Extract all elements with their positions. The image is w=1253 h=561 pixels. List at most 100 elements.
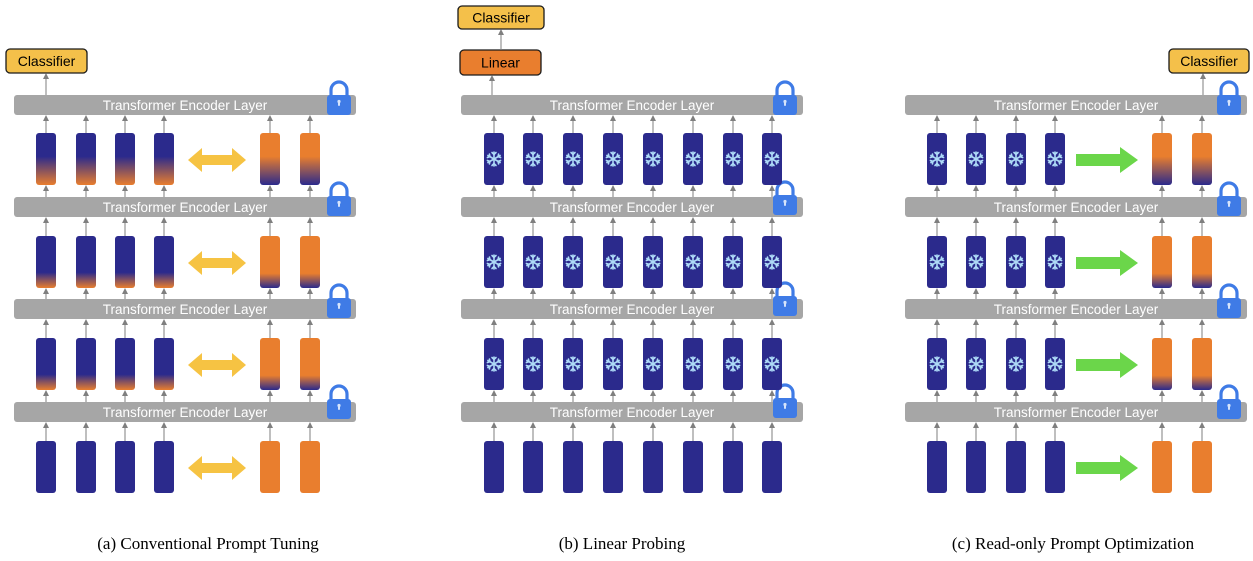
- prompt-token: [260, 236, 280, 288]
- layer-bar: [461, 197, 803, 217]
- input-token: [115, 338, 135, 390]
- input-token: [154, 236, 174, 288]
- classifier: Classifier: [457, 5, 545, 30]
- layer-bar: [905, 402, 1247, 422]
- layer-bar: [14, 95, 356, 115]
- right-arrow-icon: [1076, 250, 1138, 276]
- prompt-token: [1192, 133, 1212, 185]
- prompt-token: [300, 236, 320, 288]
- input-token: [76, 338, 96, 390]
- layer-label: Transformer Encoder Layer: [994, 302, 1159, 317]
- transformer-encoder-layer: Transformer Encoder Layer: [14, 402, 356, 422]
- input-token: [36, 338, 56, 390]
- lock-icon: [1215, 283, 1243, 320]
- layer-bar: [14, 197, 356, 217]
- prompt-token: [1152, 236, 1172, 288]
- right-arrow-icon: [1076, 352, 1138, 378]
- lock-icon: [771, 180, 799, 217]
- prompt-token: [300, 133, 320, 185]
- layer-label: Transformer Encoder Layer: [994, 98, 1159, 113]
- double-arrow-icon: [188, 148, 246, 172]
- layer-label: Transformer Encoder Layer: [103, 98, 268, 113]
- layer-bar: [461, 95, 803, 115]
- lock-icon: [325, 80, 353, 117]
- layer-bar: [905, 197, 1247, 217]
- lock-icon: [1215, 384, 1243, 421]
- layer-label: Transformer Encoder Layer: [550, 302, 715, 317]
- classifier-label: Classifier: [1180, 53, 1238, 69]
- linear: Linear: [459, 49, 542, 76]
- classifier: Classifier: [1168, 48, 1250, 74]
- input-token: [115, 236, 135, 288]
- transformer-encoder-layer: Transformer Encoder Layer: [905, 197, 1247, 217]
- transformer-encoder-layer: Transformer Encoder Layer: [14, 197, 356, 217]
- double-arrow-icon: [188, 456, 246, 480]
- layer-label: Transformer Encoder Layer: [550, 405, 715, 420]
- double-arrow-icon: [188, 251, 246, 275]
- transformer-encoder-layer: Transformer Encoder Layer: [461, 402, 803, 422]
- input-token: [115, 441, 135, 493]
- lock-icon: [325, 384, 353, 421]
- transformer-encoder-layer: Transformer Encoder Layer: [905, 95, 1247, 115]
- lock-icon: [771, 80, 799, 117]
- input-token: [154, 338, 174, 390]
- lock-icon: [325, 283, 353, 320]
- right-arrow-icon: [1076, 147, 1138, 173]
- frozen-token: [683, 441, 703, 493]
- transformer-encoder-layer: Transformer Encoder Layer: [14, 95, 356, 115]
- layer-label: Transformer Encoder Layer: [994, 200, 1159, 215]
- frozen-token: [484, 441, 504, 493]
- double-arrow-icon: [188, 353, 246, 377]
- prompt-token: [300, 338, 320, 390]
- transformer-encoder-layer: Transformer Encoder Layer: [461, 197, 803, 217]
- caption-c: (c) Read-only Prompt Optimization: [952, 534, 1195, 553]
- classifier-label: Classifier: [472, 10, 530, 26]
- input-token: [76, 441, 96, 493]
- frozen-token: [927, 441, 947, 493]
- layer-bar: [14, 402, 356, 422]
- transformer-encoder-layer: Transformer Encoder Layer: [905, 299, 1247, 319]
- frozen-token: [1045, 441, 1065, 493]
- layer-label: Transformer Encoder Layer: [550, 200, 715, 215]
- transformer-encoder-layer: Transformer Encoder Layer: [905, 402, 1247, 422]
- frozen-token: [603, 441, 623, 493]
- input-token: [76, 133, 96, 185]
- prompt-token: [1152, 338, 1172, 390]
- prompt-token: [300, 441, 320, 493]
- caption-b: (b) Linear Probing: [559, 534, 686, 553]
- layer-label: Transformer Encoder Layer: [103, 405, 268, 420]
- layer-bar: [905, 299, 1247, 319]
- frozen-token: [1006, 441, 1026, 493]
- layer-label: Transformer Encoder Layer: [103, 200, 268, 215]
- input-token: [36, 133, 56, 185]
- caption-a: (a) Conventional Prompt Tuning: [97, 534, 319, 553]
- layer-bar: [461, 402, 803, 422]
- prompt-token: [260, 133, 280, 185]
- prompt-token: [1192, 338, 1212, 390]
- frozen-token: [723, 441, 743, 493]
- frozen-token: [762, 441, 782, 493]
- classifier: Classifier: [5, 48, 88, 74]
- input-token: [154, 441, 174, 493]
- prompt-token: [260, 441, 280, 493]
- frozen-token: [643, 441, 663, 493]
- linear-label: Linear: [481, 55, 520, 71]
- layer-bar: [461, 299, 803, 319]
- prompt-token: [1192, 236, 1212, 288]
- lock-icon: [1215, 80, 1243, 117]
- layer-label: Transformer Encoder Layer: [994, 405, 1159, 420]
- transformer-encoder-layer: Transformer Encoder Layer: [461, 95, 803, 115]
- input-token: [154, 133, 174, 185]
- lock-icon: [1215, 181, 1243, 218]
- prompt-token: [1152, 133, 1172, 185]
- input-token: [115, 133, 135, 185]
- layer-label: Transformer Encoder Layer: [550, 98, 715, 113]
- input-token: [36, 441, 56, 493]
- right-arrow-icon: [1076, 455, 1138, 481]
- layer-bar: [14, 299, 356, 319]
- prompt-token: [1152, 441, 1172, 493]
- input-token: [76, 236, 96, 288]
- lock-icon: [325, 181, 353, 218]
